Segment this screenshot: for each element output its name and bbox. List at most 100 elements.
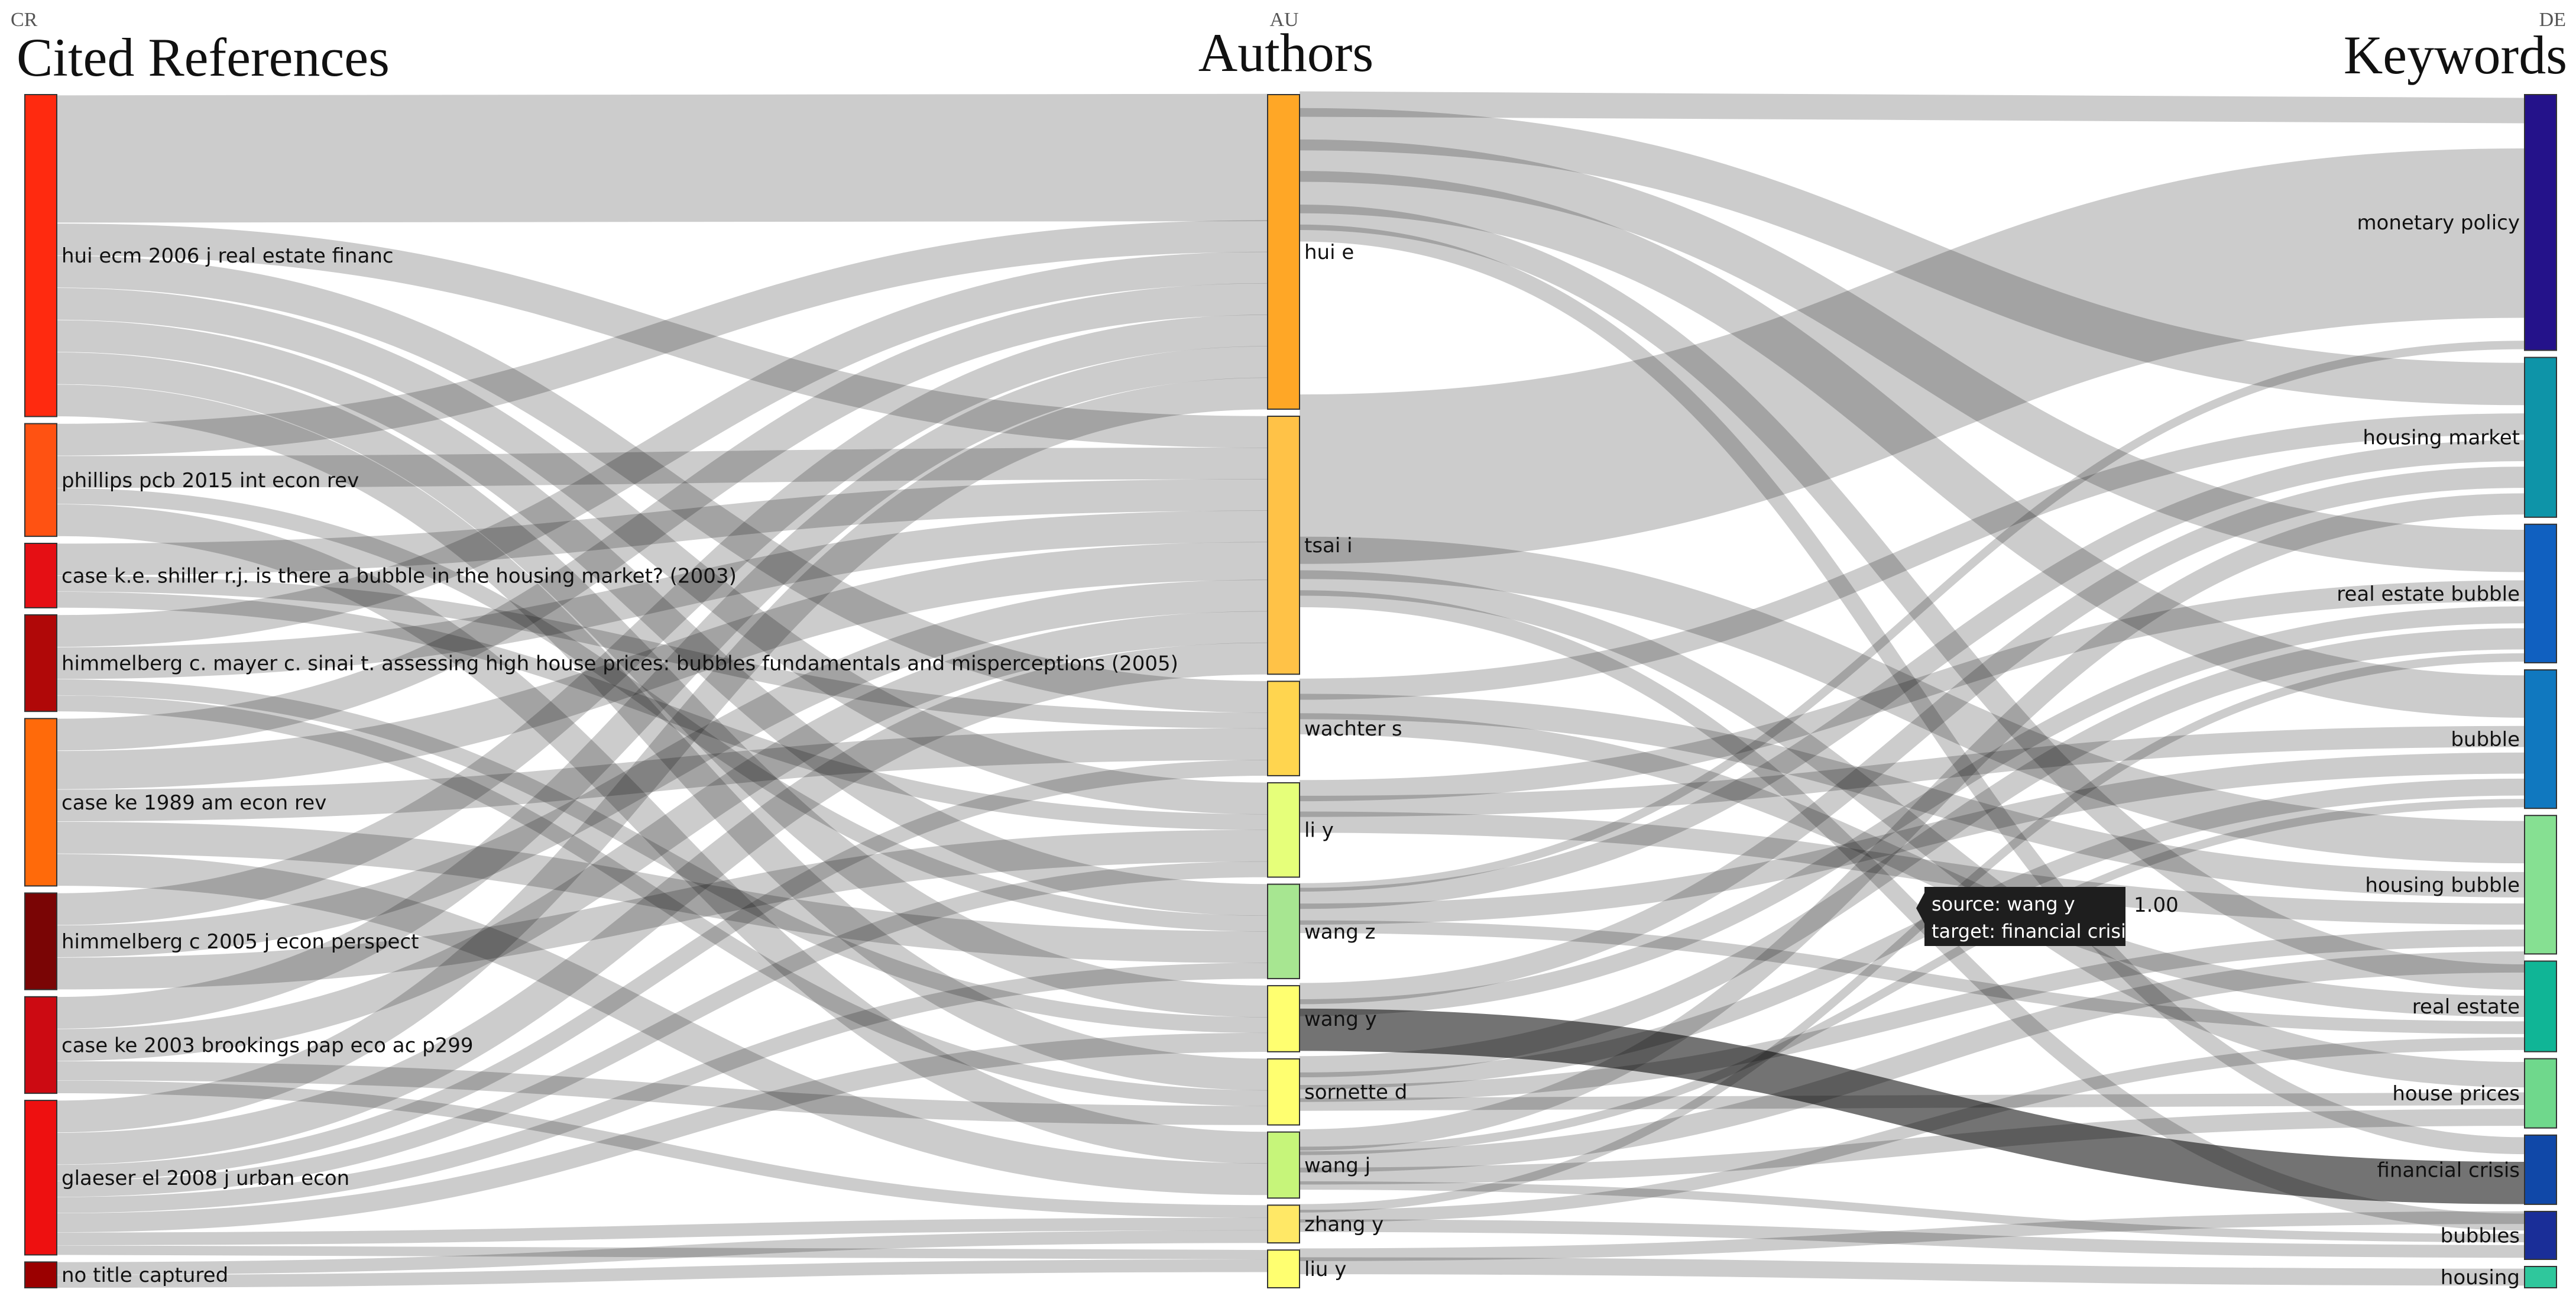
node-cr4[interactable]: himmelberg c. mayer c. sinai t. assessin… <box>24 614 1178 712</box>
node-au1[interactable]: hui e <box>1267 94 1354 410</box>
link-au5-to-de1[interactable] <box>1299 341 2525 892</box>
link-cr7-to-au1[interactable] <box>56 346 1268 1029</box>
node-au5[interactable]: wang z <box>1267 883 1375 980</box>
link-cr5-to-au8[interactable] <box>56 854 1268 1196</box>
node-cr3[interactable]: case k.e. shiller r.j. is there a bubble… <box>24 543 737 608</box>
node-bar-au9[interactable] <box>1267 1204 1300 1244</box>
link-cr1-to-au7[interactable] <box>56 384 1268 1091</box>
node-de3[interactable]: real estate bubble <box>2337 523 2557 663</box>
node-au10[interactable]: liu y <box>1267 1249 1346 1288</box>
node-bar-cr4[interactable] <box>24 614 57 712</box>
node-cr2[interactable]: phillips pcb 2015 int econ rev <box>24 423 359 537</box>
link-au8-to-de5[interactable] <box>1299 951 2525 1173</box>
node-bar-de5[interactable] <box>2524 815 2557 955</box>
link-cr1-to-au2[interactable] <box>56 223 1268 448</box>
node-au3[interactable]: wachter s <box>1267 681 1402 776</box>
link-cr1-to-au3[interactable] <box>56 255 1268 713</box>
node-de8[interactable]: financial crisis <box>2377 1134 2557 1205</box>
link-au8-to-de7[interactable] <box>1299 1109 2525 1185</box>
link-cr8-to-au1[interactable] <box>56 377 1268 1133</box>
link-cr8-to-au2[interactable] <box>56 642 1268 1165</box>
node-cr8[interactable]: glaeser el 2008 j urban econ <box>24 1100 349 1256</box>
link-au4-to-de4[interactable] <box>1299 725 2525 817</box>
link-au4-to-de3[interactable] <box>1299 580 2525 802</box>
node-au7[interactable]: sornette d <box>1267 1058 1407 1126</box>
link-au7-to-de3[interactable] <box>1299 628 2525 1078</box>
link-au10-to-de10[interactable] <box>1299 1257 2525 1286</box>
node-bar-cr1[interactable] <box>24 94 57 417</box>
link-cr9-to-au10[interactable] <box>56 1259 1268 1288</box>
link-au9-to-de3[interactable] <box>1299 653 2525 1213</box>
node-bar-au3[interactable] <box>1267 681 1300 776</box>
link-au1-to-de1[interactable] <box>1299 91 2525 124</box>
link-cr3-to-au3[interactable] <box>56 575 1268 729</box>
link-au2-to-de5[interactable] <box>1299 536 2525 864</box>
link-cr8-to-au6[interactable] <box>56 1032 1268 1233</box>
link-au3-to-de6[interactable] <box>1299 713 2525 1017</box>
link-au1-to-de4[interactable] <box>1299 171 2525 718</box>
link-au10-to-de8[interactable] <box>1299 1211 2525 1261</box>
link-cr1-to-au1[interactable] <box>56 93 1268 223</box>
node-cr1[interactable]: hui ecm 2006 j real estate financ <box>24 94 394 417</box>
node-bar-au8[interactable] <box>1267 1131 1300 1199</box>
link-cr8-to-au4[interactable] <box>56 861 1268 1197</box>
node-cr9[interactable]: no title captured <box>24 1261 228 1288</box>
node-bar-au5[interactable] <box>1267 883 1300 980</box>
link-cr4-to-au1[interactable] <box>56 251 1268 647</box>
node-bar-au7[interactable] <box>1267 1058 1300 1126</box>
node-au6[interactable]: wang y <box>1267 985 1377 1052</box>
link-cr8-to-au10[interactable] <box>56 1245 1268 1260</box>
link-au1-to-de3[interactable] <box>1299 139 2525 572</box>
node-cr5[interactable]: case ke 1989 am econ rev <box>24 718 326 887</box>
link-cr3-to-au4[interactable] <box>56 591 1268 830</box>
node-bar-cr3[interactable] <box>24 543 57 608</box>
link-cr7-to-au2[interactable] <box>56 611 1268 1061</box>
link-cr3-to-au2[interactable] <box>56 479 1268 576</box>
link-au1-to-de2[interactable] <box>1299 108 2525 406</box>
link-cr1-to-au5[interactable] <box>56 320 1268 916</box>
link-au6-to-de2[interactable] <box>1299 467 2525 1005</box>
link-cr2-to-au1[interactable] <box>56 220 1268 456</box>
link-au1-to-de6[interactable] <box>1299 204 2525 990</box>
link-au5-to-de4[interactable] <box>1299 752 2525 925</box>
node-bar-au4[interactable] <box>1267 782 1300 878</box>
node-bar-au10[interactable] <box>1267 1249 1300 1288</box>
link-cr5-to-au2[interactable] <box>56 542 1268 789</box>
node-bar-cr2[interactable] <box>24 423 57 537</box>
link-cr2-to-au2[interactable] <box>56 447 1268 488</box>
link-au7-to-de4[interactable] <box>1299 778 2525 1090</box>
link-au7-to-de5[interactable] <box>1299 929 2525 1102</box>
node-cr6[interactable]: himmelberg c 2005 j econ perspect <box>24 892 419 990</box>
node-bar-cr6[interactable] <box>24 892 57 990</box>
node-de10[interactable]: housing <box>2441 1266 2557 1290</box>
node-de4[interactable]: bubble <box>2451 669 2557 809</box>
link-cr6-to-au1[interactable] <box>56 315 1268 925</box>
node-bar-cr8[interactable] <box>24 1100 57 1256</box>
node-bar-de4[interactable] <box>2524 669 2557 809</box>
link-au8-to-de2[interactable] <box>1299 493 2525 1151</box>
link-cr4-to-au6[interactable] <box>56 679 1268 1034</box>
node-bar-de7[interactable] <box>2524 1058 2557 1129</box>
link-au1-to-de8[interactable] <box>1299 224 2525 1155</box>
node-de5[interactable]: housing bubble <box>2365 815 2557 955</box>
node-bar-cr7[interactable] <box>24 996 57 1094</box>
link-cr6-to-au4[interactable] <box>56 830 1268 990</box>
node-bar-de10[interactable] <box>2524 1266 2557 1288</box>
link-au3-to-de2[interactable] <box>1299 413 2525 700</box>
link-cr8-to-au3[interactable] <box>56 760 1268 1181</box>
link-cr5-to-au5[interactable] <box>56 821 1268 963</box>
node-de7[interactable]: house prices <box>2392 1058 2557 1129</box>
node-bar-au6[interactable] <box>1267 985 1300 1052</box>
link-cr2-to-au8[interactable] <box>56 504 1268 1164</box>
link-au6-to-de3[interactable] <box>1299 606 2525 1016</box>
node-bar-de6[interactable] <box>2524 960 2557 1052</box>
node-cr7[interactable]: case ke 2003 brookings pap eco ac p299 <box>24 996 474 1094</box>
link-au4-to-de5[interactable] <box>1299 811 2525 925</box>
link-cr4-to-au7[interactable] <box>56 695 1268 1106</box>
link-cr6-to-au2[interactable] <box>56 579 1268 957</box>
link-au5-to-de2[interactable] <box>1299 440 2525 909</box>
link-cr8-to-au9[interactable] <box>56 1217 1268 1245</box>
link-au3-to-de5[interactable] <box>1299 694 2525 898</box>
link-cr1-to-au6[interactable] <box>56 352 1268 1018</box>
link-cr5-to-au3[interactable] <box>56 728 1268 822</box>
